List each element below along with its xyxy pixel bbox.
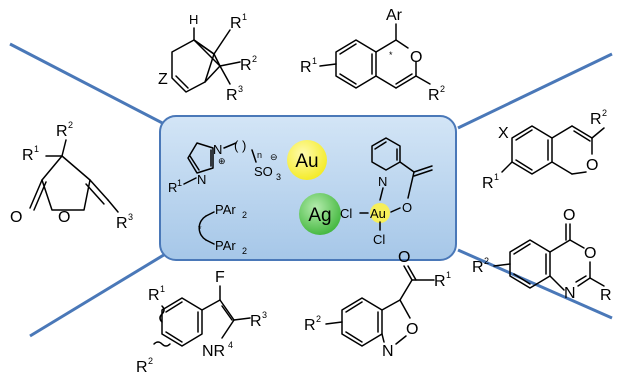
benzisox-o-ring: O (406, 321, 418, 338)
lactone-r3: R (116, 215, 128, 232)
isochrom-r1: R (300, 59, 312, 76)
lactone-o-carbonyl: O (10, 209, 22, 226)
divider-top-left (9, 42, 173, 130)
bicyclo-r3-sup: 3 (238, 84, 243, 94)
imid-chain: ( ) (234, 138, 246, 153)
ag-sphere: Ag (299, 193, 341, 235)
diphosphine-ligand: PAr 2 PAr 2 * (198, 202, 247, 256)
benzox-r2-sup: 2 (484, 256, 489, 266)
bicyclo-h: H (189, 12, 198, 27)
divider-lines (9, 42, 613, 338)
product-fluoroindole: NR 4 F R 3 R 1 R 2 (136, 269, 267, 376)
phos-top: PAr (215, 202, 236, 217)
benzisox-r2-sup: 2 (316, 314, 321, 324)
au-label: Au (295, 151, 318, 172)
indole-r1: R (148, 287, 160, 304)
isochrom2-r2-sup: 2 (602, 108, 607, 118)
catalyst-box: N N ⊕ R 1 ( ) n SO 3 ⊖ Au Ag (159, 115, 457, 261)
isochrom2-r1: R (482, 175, 494, 192)
imidazolium-ligand: N N ⊕ R 1 ( ) n SO 3 ⊖ (168, 138, 281, 195)
au-picolinate-complex: N O Au Cl Cl (340, 137, 433, 247)
imid-so3: SO (254, 164, 273, 179)
lactone-r1-sup: 1 (34, 144, 39, 154)
isochrom-r2-sup: 2 (440, 84, 445, 94)
indole-r3: R (250, 313, 262, 330)
ag-label: Ag (308, 205, 331, 226)
benzox-r: R (600, 287, 612, 304)
indole-f: F (215, 269, 225, 286)
lactone-r2-sup: 2 (68, 120, 73, 130)
benzisox-r1-sup: 1 (446, 270, 451, 280)
isochrom2-x: X (498, 125, 509, 142)
lactone-r3-sup: 3 (128, 212, 133, 222)
imid-n-sub: n (257, 150, 262, 160)
indole-r1-sup: 1 (160, 284, 165, 294)
isochrom-r1-sup: 1 (312, 56, 317, 66)
product-benzisoxazole: O N O R 1 R 2 (304, 249, 451, 360)
isochrom-star: * (389, 50, 393, 60)
divider-top-right (457, 52, 613, 130)
benzisox-n: N (382, 343, 394, 360)
indole-r2-sup: 2 (148, 356, 153, 366)
imid-r1: R (168, 180, 177, 195)
lactone-r2: R (56, 123, 68, 140)
divider-bottom-right (457, 248, 613, 320)
indole-r2: R (136, 359, 148, 376)
benzox-o-ring: O (584, 245, 596, 262)
complex-n: N (378, 174, 387, 189)
benzox-o-top: O (563, 207, 575, 224)
benzisox-r2: R (304, 317, 316, 334)
bicyclo-r2: R (240, 57, 252, 74)
phos-bottom: PAr (215, 238, 236, 253)
indole-nr4-sup: 4 (228, 340, 233, 350)
bicyclo-r2-sup: 2 (252, 54, 257, 64)
isochrom2-r1-sup: 1 (494, 172, 499, 182)
isochrom-ar: Ar (386, 7, 403, 24)
au-sphere: Au (287, 140, 327, 180)
imid-n-bottom: N (197, 172, 206, 187)
product-isochromene-aryl: O Ar * R 2 R 1 (300, 7, 445, 104)
bicyclo-r1-sup: 1 (242, 12, 247, 22)
isochrom2-r2: R (590, 111, 602, 128)
imid-plus: ⊕ (218, 156, 226, 166)
product-isochromene-hetero: X O R 2 R 1 (482, 108, 607, 192)
isochrom-r2: R (428, 87, 440, 104)
isochrom2-o: O (586, 157, 598, 174)
indole-r3-sup: 3 (262, 310, 267, 320)
complex-cl1: Cl (340, 206, 352, 221)
imid-n-top: N (213, 142, 222, 157)
bicyclo-z: Z (158, 71, 168, 88)
product-alkylidene-lactone: O O R 3 R 2 R 1 (10, 120, 133, 232)
complex-au: Au (370, 206, 386, 221)
phos-bottom-sub: 2 (242, 246, 247, 256)
bicyclo-r1: R (230, 15, 242, 32)
complex-o: O (402, 200, 412, 215)
lactone-r1: R (22, 147, 34, 164)
isochrom-o: O (410, 49, 422, 66)
imid-r1-sup: 1 (177, 178, 182, 188)
imid-so3-sub: 3 (276, 172, 281, 182)
phos-top-sub: 2 (242, 210, 247, 220)
indole-nr4: NR (202, 343, 225, 360)
lactone-o-ring: O (58, 209, 70, 226)
benzisox-r1: R (434, 273, 446, 290)
benzisox-o-top: O (398, 249, 410, 266)
divider-bottom-left (29, 248, 173, 338)
product-benzoxazinone: O O N R R 2 (472, 207, 612, 304)
benzox-n: N (564, 285, 576, 302)
bicyclo-r3: R (226, 87, 238, 104)
imid-minus: ⊖ (270, 152, 278, 162)
phos-star: * (198, 224, 202, 234)
product-bicycloheptene: Z H R 1 R 2 R 3 (158, 12, 257, 104)
benzox-r2: R (472, 259, 484, 276)
complex-cl2: Cl (373, 232, 385, 247)
